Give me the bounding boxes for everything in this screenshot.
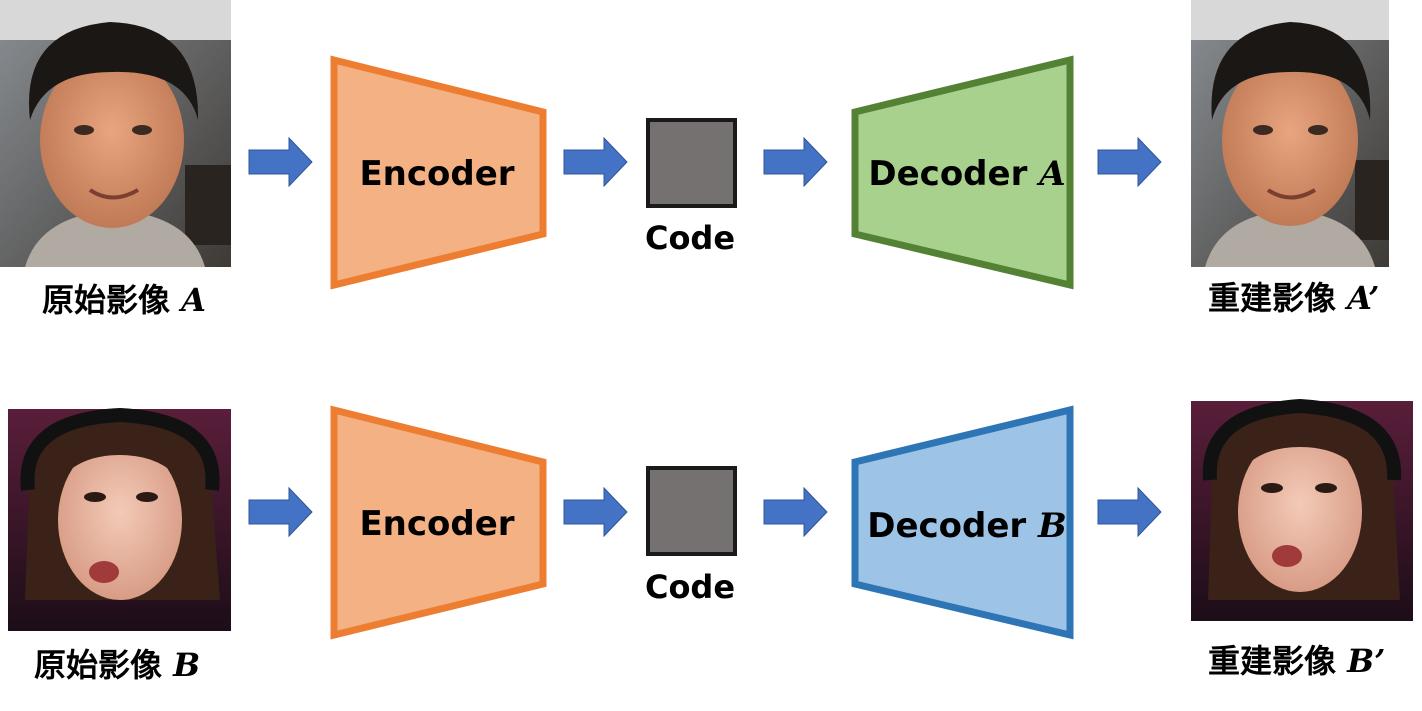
code-box <box>646 118 737 208</box>
output-image-a <box>1191 0 1389 267</box>
encoder-label: Encoder <box>359 154 514 194</box>
encoder-shape <box>330 55 547 290</box>
input-image-b <box>8 407 231 631</box>
row-a: 原始影像 A Encoder Code Decoder A <box>0 0 1389 319</box>
output-caption-b: 重建影像 B’ <box>1208 642 1385 680</box>
arrow-icon <box>248 486 313 538</box>
row-b: 原始影像 B Encoder Code Decoder B 重建影像 <box>8 398 1413 684</box>
decoder-label-b: Decoder B <box>867 506 1067 546</box>
code-label: Code <box>645 568 735 606</box>
input-caption-a: 原始影像 A <box>42 281 206 319</box>
input-image-a <box>0 0 231 267</box>
arrow-icon <box>563 486 628 538</box>
output-image-b <box>1191 398 1413 621</box>
decoder-shape-a <box>851 55 1074 290</box>
arrow-icon <box>763 136 828 188</box>
output-caption-a: 重建影像 A’ <box>1208 279 1379 317</box>
code-box <box>646 466 737 556</box>
encoder-label: Encoder <box>359 504 514 544</box>
decoder-label-a: Decoder A <box>868 154 1065 194</box>
decoder-shape-b <box>851 405 1074 640</box>
input-caption-b: 原始影像 B <box>34 646 200 684</box>
arrow-icon <box>563 136 628 188</box>
arrow-icon <box>763 486 828 538</box>
arrow-icon <box>1097 486 1162 538</box>
encoder-shape <box>330 405 547 640</box>
code-label: Code <box>645 219 735 257</box>
arrow-icon <box>1097 136 1162 188</box>
arrow-icon <box>248 136 313 188</box>
